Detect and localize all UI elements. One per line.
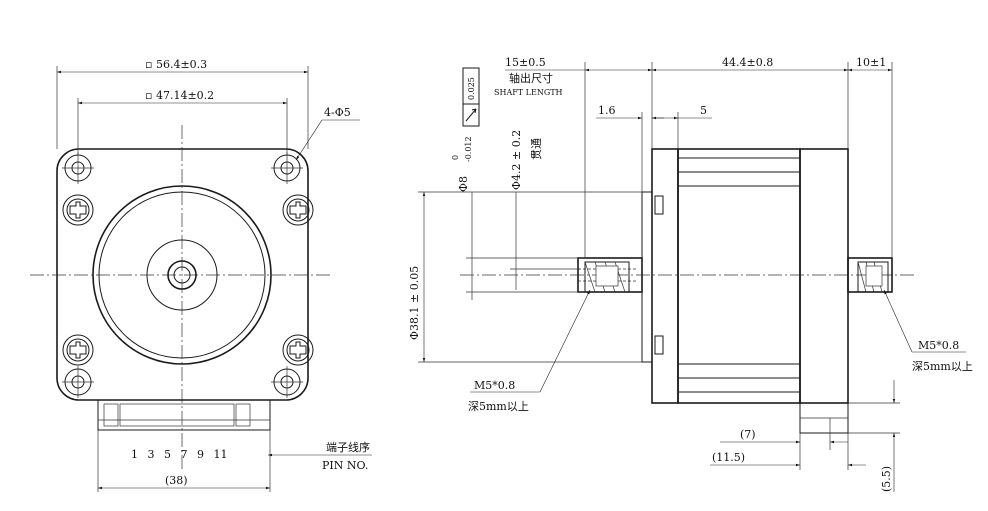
rear-thread-core	[865, 265, 883, 287]
mount-hole-top-left	[62, 152, 94, 184]
pin-label-en: PIN NO.	[322, 459, 368, 472]
dim-body-length-label: 44.4±0.8	[722, 56, 773, 69]
dim-rear-shaft-label: 10±1	[856, 56, 886, 69]
dim-pitch-label: ▫ 47.14±0.2	[145, 89, 214, 102]
shaft-length-cn: 轴出尺寸	[509, 71, 553, 85]
side-view: 15±0.5 轴出尺寸 SHAFT LENGTH 44.4±0.8 10±1 1…	[408, 56, 973, 492]
pin-label-cn: 端子线序	[326, 440, 370, 454]
dim-conn-7-label: (7)	[740, 428, 756, 441]
shaft-boss-circle	[146, 239, 218, 311]
flange-slot-top	[654, 195, 664, 215]
thread-front-leader	[539, 289, 591, 393]
rear-thread-hole	[857, 261, 889, 293]
screw-top-left	[62, 194, 94, 226]
dim-step-label: 5	[700, 104, 707, 117]
dim-conn-5-5-label: (5.5)	[880, 466, 893, 492]
screw-bottom-left	[62, 334, 94, 366]
stator-body	[677, 148, 801, 404]
holes-leader	[295, 119, 323, 161]
thread-rear-depth: 深5mm以上	[912, 360, 973, 373]
thread-front-depth: 深5mm以上	[468, 400, 529, 413]
dim-shaft-tol-lower: -0.012	[464, 136, 473, 162]
thread-rear-label: M5*0.8	[918, 339, 959, 352]
thread-rear-leader	[883, 289, 913, 353]
pilot-circle-outer	[92, 185, 272, 365]
front-thread-hole	[584, 261, 630, 293]
connector	[97, 399, 271, 431]
runout-value: 0.025	[467, 77, 476, 100]
mount-hole-bottom-right	[271, 366, 303, 398]
shaft-length-en: SHAFT LENGTH	[494, 88, 563, 97]
pin-numbers: 1 3 5 7 9 11	[131, 448, 227, 461]
front-thread-core	[595, 265, 619, 287]
screw-top-right	[282, 194, 314, 226]
front-endcap	[651, 148, 679, 404]
screw-bottom-right	[282, 334, 314, 366]
dim-conn-11-5-label: (11.5)	[712, 451, 745, 464]
flange-slot-bottom	[654, 335, 664, 355]
dim-connector-label: (38)	[165, 474, 188, 487]
mount-hole-bottom-left	[62, 366, 94, 398]
dim-holes-label: 4-Φ5	[324, 106, 351, 119]
dim-bore-dia-label: Φ4.2 ± 0.2	[510, 130, 523, 190]
shaft-bore-circle	[173, 266, 191, 284]
thread-front-label: M5*0.8	[474, 379, 515, 392]
dim-pilot-label: Φ38.1 ± 0.05	[408, 266, 421, 340]
dim-shaft-dia-label: Φ8	[457, 176, 470, 192]
dim-flange-label: 1.6	[598, 104, 616, 117]
front-view: ▫ 56.4±0.3 ▫ 47.14±0.2 4-Φ5 1 3 5 7 9 11…	[30, 58, 372, 492]
dim-outer-label: ▫ 56.4±0.3	[145, 58, 207, 71]
pilot-circle-inner	[98, 191, 266, 359]
rear-endcap	[799, 148, 849, 404]
shaft-circle	[167, 260, 197, 290]
runout-frame: 0.025	[462, 67, 480, 127]
dim-bore-note: 贯通	[530, 138, 543, 160]
dim-shaft-tol-upper: 0	[451, 155, 460, 160]
dim-shaft-length-label: 15±0.5	[505, 56, 546, 69]
flange-plate	[641, 191, 653, 363]
